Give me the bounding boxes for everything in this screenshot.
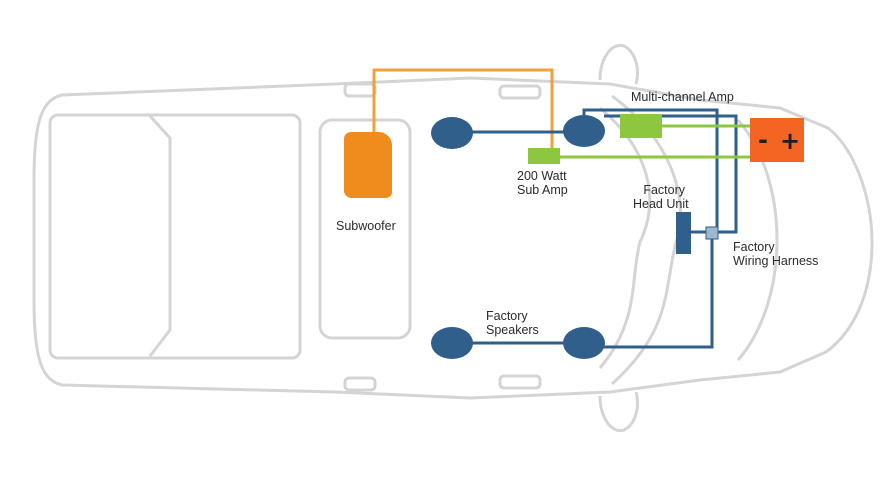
door-detail-bottom-1 bbox=[343, 376, 377, 392]
mirror-bottom bbox=[598, 391, 639, 433]
speakers-label: Factory Speakers bbox=[486, 309, 539, 337]
door-detail-top-2 bbox=[498, 84, 542, 100]
wiring-harness-connector bbox=[705, 226, 719, 240]
battery-minus-sign: - bbox=[758, 126, 768, 154]
head-unit-label-line1: Factory bbox=[643, 183, 685, 197]
mirror-top bbox=[598, 43, 639, 85]
battery-box bbox=[750, 118, 804, 162]
windshield-curve-inner bbox=[610, 94, 682, 386]
multi-channel-amp-box bbox=[620, 114, 662, 138]
subwoofer-box bbox=[344, 132, 392, 198]
speaker-front-right bbox=[431, 327, 473, 359]
subwoofer-label: Subwoofer bbox=[336, 219, 396, 233]
wiring-harness-label: Factory Wiring Harness bbox=[733, 240, 818, 268]
truck-bed-outline bbox=[48, 113, 302, 360]
green-power-wires bbox=[560, 124, 752, 159]
sub-amp-label: 200 Watt Sub Amp bbox=[517, 169, 568, 197]
sub-amp-label-line2: Sub Amp bbox=[517, 183, 568, 197]
sub-amp-box bbox=[528, 148, 560, 164]
multi-channel-amp-label: Multi-channel Amp bbox=[631, 90, 734, 104]
bed-rib bbox=[148, 114, 172, 357]
speaker-front-left bbox=[431, 117, 473, 149]
car-body-outline bbox=[32, 76, 874, 400]
multi-channel-amp-label-text: Multi-channel Amp bbox=[631, 90, 734, 104]
battery-plus-sign: + bbox=[780, 127, 800, 155]
windshield-curve bbox=[598, 106, 652, 369]
head-unit-label-line2: Head Unit bbox=[633, 197, 689, 211]
wire-bottom-return bbox=[604, 234, 714, 349]
sub-amp-label-line1: 200 Watt bbox=[517, 169, 567, 183]
orange-subwoofer-wire bbox=[372, 68, 554, 150]
subwoofer-label-text: Subwoofer bbox=[336, 219, 396, 233]
speaker-rear-left bbox=[563, 115, 605, 147]
speakers-label-line1: Factory bbox=[486, 309, 528, 323]
head-unit-box bbox=[676, 212, 691, 254]
wiring-harness-label-line2: Wiring Harness bbox=[733, 254, 819, 268]
door-detail-top-1 bbox=[343, 82, 377, 98]
speaker-rear-right bbox=[563, 327, 605, 359]
speakers-label-line2: Speakers bbox=[486, 323, 539, 337]
door-detail-bottom-2 bbox=[498, 374, 542, 390]
wiring-harness-label-line1: Factory bbox=[733, 240, 775, 254]
head-unit-label: Factory Head Unit bbox=[633, 183, 689, 211]
cab-rear-panel bbox=[318, 118, 412, 340]
car-outline bbox=[32, 43, 874, 433]
